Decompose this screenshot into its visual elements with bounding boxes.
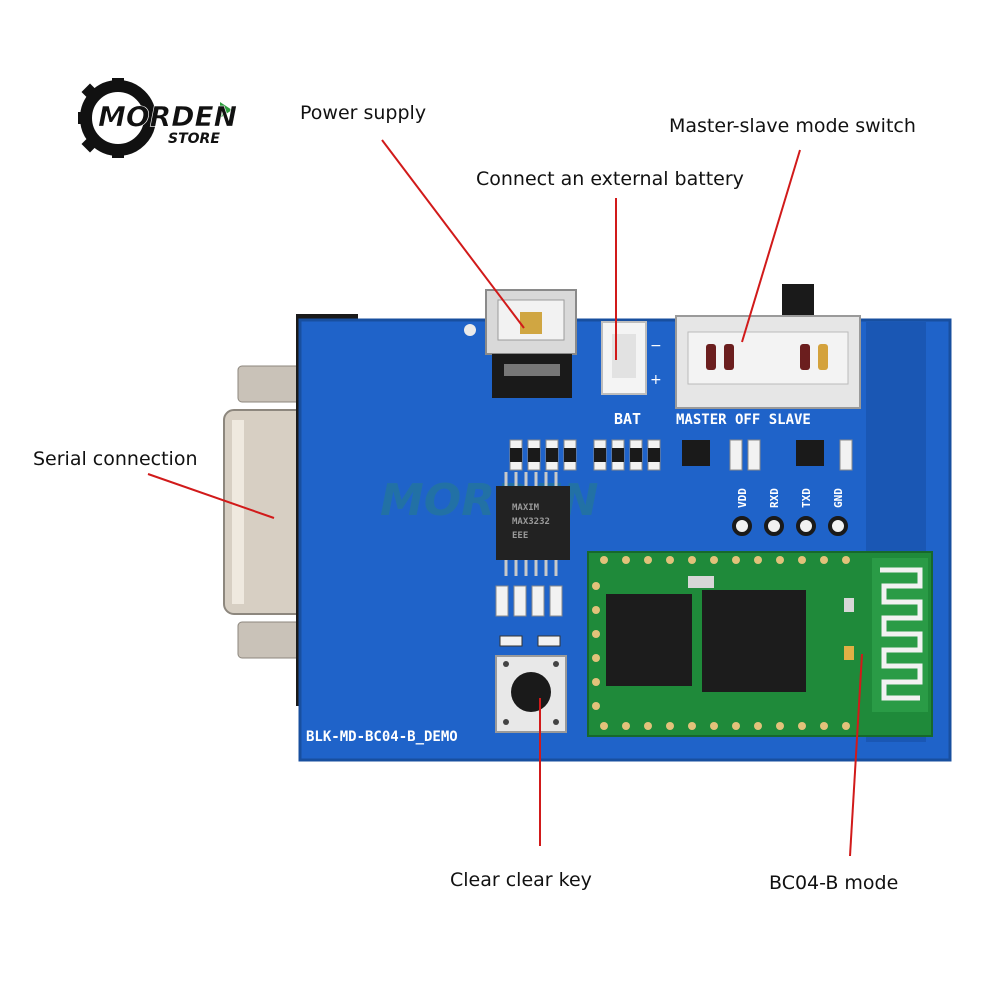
logo-store-text: STORE [168, 131, 220, 147]
callout-battery: Connect an external battery [476, 168, 744, 190]
max3232-chip: MAXIM MAX3232 EEE [496, 472, 570, 576]
callout-clear-key: Clear clear key [450, 869, 592, 891]
gear-icon [78, 78, 156, 158]
antenna-icon [872, 558, 928, 712]
battery-connector: − + [601, 321, 662, 395]
leader-lines [147, 139, 863, 857]
callout-bc04-mode: BC04-B mode [769, 872, 899, 894]
board-name-label: BLK-MD-BC04-B_DEMO [306, 729, 458, 745]
switch-silk-label: MASTER OFF SLAVE [676, 412, 811, 428]
bat-silk-label: BAT [614, 410, 641, 428]
pin-label: VDD [736, 488, 749, 508]
pin-label: RXD [768, 488, 781, 508]
bc04b-module [587, 551, 933, 737]
callout-master-slave: Master-slave mode switch [669, 115, 916, 137]
leader-master-slave [741, 149, 801, 343]
pin-header: VDD RXD TXD GND [732, 488, 848, 536]
pin-label: TXD [800, 488, 813, 508]
arrow-icon [220, 102, 232, 118]
callout-power-supply: Power supply [300, 102, 427, 124]
svg-text:+: + [650, 372, 662, 388]
callout-serial: Serial connection [33, 448, 198, 470]
svg-text:MAX3232: MAX3232 [512, 517, 550, 527]
smd-components [495, 439, 853, 617]
slide-switch [675, 284, 861, 409]
clear-key-button [495, 655, 567, 733]
leader-bc04 [849, 653, 863, 857]
store-logo: MORDEN STORE [78, 78, 237, 158]
leader-serial [147, 473, 275, 519]
svg-text:MAXIM: MAXIM [512, 503, 540, 513]
pin-label: GND [832, 488, 845, 508]
logo-brand-text: MORDEN [98, 100, 237, 133]
leader-power-supply [381, 139, 525, 329]
mini-usb-connector [485, 289, 577, 398]
svg-text:−: − [650, 338, 662, 354]
svg-text:EEE: EEE [512, 531, 528, 541]
